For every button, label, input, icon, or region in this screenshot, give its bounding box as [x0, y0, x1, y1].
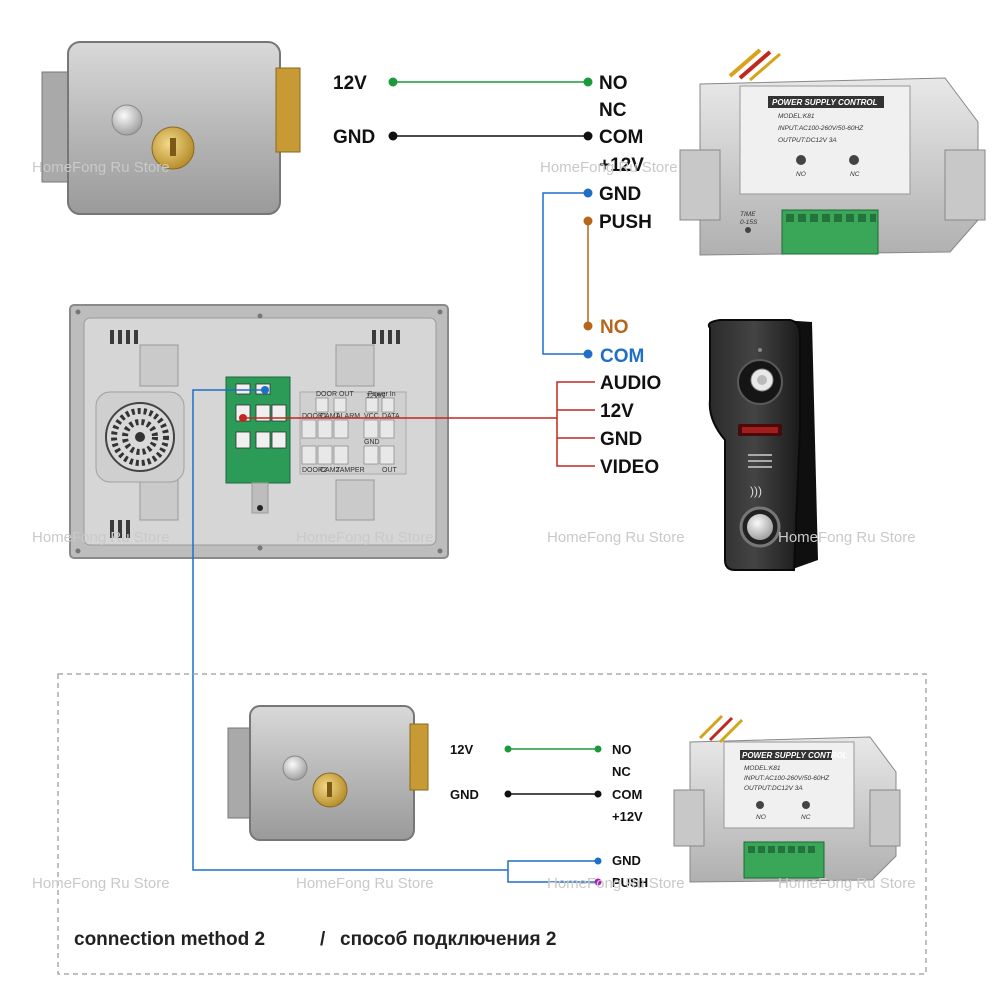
bottom-psu-12v: +12V	[612, 809, 643, 824]
watermark: HomeFong Ru Store	[32, 529, 170, 546]
relay-no-label: NO	[600, 317, 629, 338]
lock-12v-label: 12V	[333, 73, 367, 94]
bottom-psu-gnd: GND	[612, 853, 641, 868]
psu-output: OUTPUT:DC12V 3A	[778, 137, 837, 144]
svg-text:))): )))	[750, 484, 762, 498]
psu-nc-label-bottom: NC	[801, 814, 811, 821]
monitor-port-label: TAMPER	[336, 467, 365, 474]
monitor-port-label: ALARM	[336, 413, 360, 420]
watermark: HomeFong Ru Store	[32, 875, 170, 892]
psu-com-terminal: COM	[599, 127, 643, 148]
monitor-port-label: GND	[364, 439, 380, 446]
bottom-psu-com: COM	[612, 787, 642, 802]
electric-lock-bottom	[227, 705, 429, 841]
caption-method: connection method 2	[74, 929, 265, 950]
monitor-port-label: Power In	[368, 391, 396, 398]
watermark: HomeFong Ru Store	[32, 159, 170, 176]
monitor-port-label: 12V	[366, 393, 379, 400]
caption-separator: /	[320, 929, 326, 950]
watermark: HomeFong Ru Store	[778, 529, 916, 546]
monitor-port-label: DOOR1	[302, 413, 327, 420]
monitor-port-label: VCC	[364, 413, 379, 420]
psu-no-label-bottom: NO	[756, 814, 766, 821]
outdoor-camera: )))	[707, 319, 818, 571]
relay-com-label: COM	[600, 346, 644, 367]
monitor-port-label: IN	[378, 393, 385, 400]
top-wires	[192, 77, 595, 871]
psu-no-terminal: NO	[599, 73, 628, 94]
watermark: HomeFong Ru Store	[778, 875, 916, 892]
watermark: HomeFong Ru Store	[547, 529, 685, 546]
psu-nc-terminal: NC	[599, 100, 627, 121]
psu-model: MODEL:K81	[778, 113, 815, 120]
camera-video-label: VIDEO	[600, 457, 659, 478]
psu-input: INPUT:AC100-260V/50-60HZ	[778, 125, 864, 132]
camera-audio-label: AUDIO	[600, 373, 661, 394]
monitor-port-label: CAM2	[320, 467, 340, 474]
bottom-lock-gnd-label: GND	[450, 787, 479, 802]
monitor-port-label: DATA	[382, 413, 400, 420]
bottom-psu-push: PUSH	[612, 875, 648, 890]
power-supply-bottom: POWER SUPPLY CONTROL MODEL:K81 INPUT:AC1…	[673, 714, 901, 883]
camera-12v-label: 12V	[600, 401, 634, 422]
psu-nc-label: NC	[850, 171, 860, 178]
watermark: HomeFong Ru Store	[296, 529, 434, 546]
psu-title-bottom: POWER SUPPLY CONTROL	[742, 751, 848, 760]
bottom-psu-no: NO	[612, 742, 632, 757]
bottom-psu-nc: NC	[612, 764, 631, 779]
psu-gnd-terminal: GND	[599, 184, 641, 205]
psu-no-label: NO	[796, 171, 806, 178]
watermark: HomeFong Ru Store	[296, 875, 434, 892]
psu-time-label: TIME	[740, 211, 756, 218]
watermark: HomeFong Ru Store	[540, 159, 678, 176]
bottom-lock-12v-label: 12V	[450, 742, 473, 757]
psu-12v-terminal: +12V	[599, 155, 644, 176]
electric-lock-top	[41, 41, 301, 215]
psu-input-bottom: INPUT:AC100-260V/50-60HZ	[744, 775, 830, 782]
caption-method-ru: способ подключения 2	[340, 929, 556, 950]
lock-gnd-label: GND	[333, 127, 375, 148]
monitor-port-label: CAM1	[320, 413, 340, 420]
method-2-box	[57, 673, 927, 975]
psu-output-bottom: OUTPUT:DC12V 3A	[744, 785, 803, 792]
psu-title: POWER SUPPLY CONTROL	[772, 98, 878, 107]
monitor-port-label: DOOR OUT	[316, 391, 354, 398]
monitor-port-label: OUT	[382, 467, 398, 474]
bottom-wires	[504, 745, 602, 886]
psu-push-terminal: PUSH	[599, 212, 652, 233]
watermarks: HomeFong Ru Store HomeFong Ru Store Home…	[32, 159, 916, 892]
watermark: HomeFong Ru Store	[547, 875, 685, 892]
psu-model-bottom: MODEL:K81	[744, 765, 781, 772]
camera-gnd-label: GND	[600, 429, 642, 450]
monitor-port-label: DOOR2	[302, 467, 327, 474]
psu-time-range: 0-15S	[740, 219, 758, 226]
power-supply-top: POWER SUPPLY CONTROL MODEL:K81 INPUT:AC1…	[679, 48, 986, 256]
